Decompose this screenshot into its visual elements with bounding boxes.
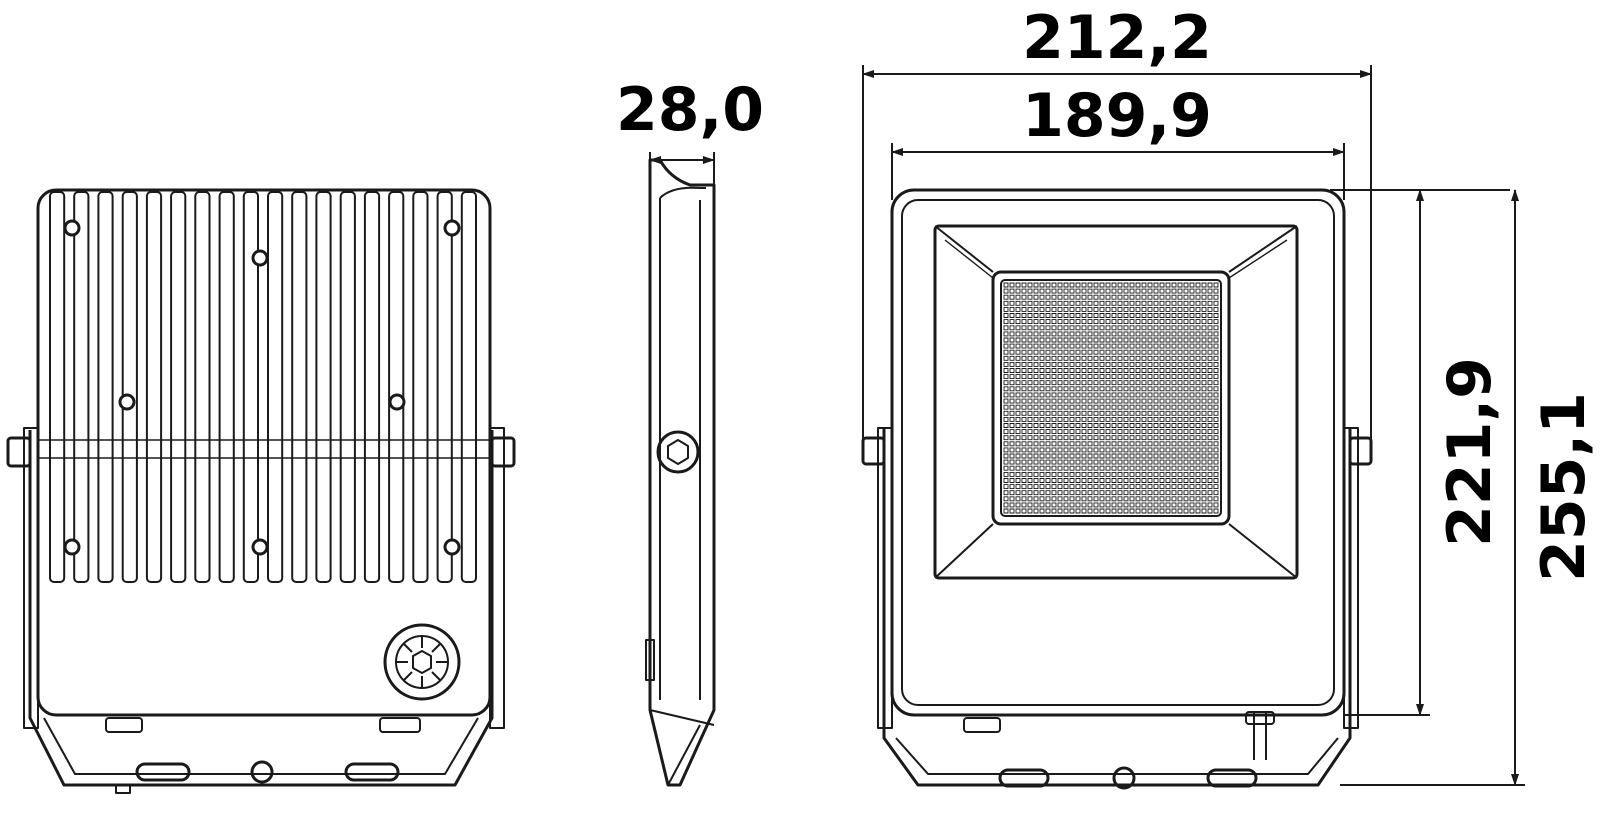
front-bracket: [882, 428, 1352, 787]
front-housing: [890, 188, 1346, 717]
heatsink-fins: [38, 191, 490, 583]
back-slot-right: [344, 762, 400, 782]
heatsink-fin: [73, 191, 90, 583]
front-knob-left: [861, 436, 886, 466]
heatsink-fin: [460, 191, 477, 583]
body-height-dimension: 221,9: [1435, 357, 1505, 547]
heatsink-fin: [218, 191, 235, 583]
back-knob-left: [6, 436, 32, 468]
heatsink-fin: [363, 191, 381, 583]
heatsink-fin: [121, 191, 138, 583]
front-slot-left: [998, 768, 1050, 788]
heatsink-fin: [242, 191, 260, 583]
depth-dimension: 28,0: [616, 75, 764, 145]
heatsink-fin: [436, 191, 453, 583]
front-knob-right: [1348, 436, 1373, 466]
overall-width-dimension: 212,2: [1022, 3, 1212, 73]
heatsink-fin: [388, 191, 405, 583]
back-view: [6, 188, 516, 794]
front-slot-right: [1206, 768, 1258, 788]
front-mount-hole: [1112, 766, 1136, 790]
back-gland-right: [379, 717, 421, 733]
heatsink-fin: [267, 191, 284, 583]
body-width-dimension: 189,9: [1022, 81, 1212, 151]
back-gland-left: [105, 717, 143, 733]
heatsink-fin: [49, 191, 66, 583]
heatsink-fin: [315, 191, 332, 583]
front-cable: [1253, 712, 1267, 760]
led-chips: [1003, 282, 1219, 514]
heatsink-fin: [194, 191, 211, 583]
heatsink-fin: [412, 191, 429, 583]
side-bolt: [656, 430, 700, 474]
back-screw-holes: [63, 219, 461, 556]
heatsink-fin: [145, 191, 163, 583]
pressure-valve: [383, 623, 461, 701]
front-view: [861, 188, 1373, 790]
led-panel: [991, 270, 1231, 526]
dimension-lines: 28,0 212,2 189,9 221,9 255,1: [616, 3, 1599, 786]
overall-height-dimension: 255,1: [1529, 392, 1599, 582]
heatsink-fin: [339, 191, 356, 583]
heatsink-fin: [291, 191, 308, 583]
back-mount-hole: [250, 760, 274, 784]
led-grid: [1003, 282, 1219, 514]
back-slot-left: [135, 762, 191, 782]
heatsink-fin: [170, 191, 187, 583]
side-view: [645, 158, 716, 787]
back-bracket: [28, 430, 494, 787]
heatsink-fin: [97, 191, 114, 583]
front-gland-left: [963, 717, 1001, 733]
reflector-outer: [933, 224, 1299, 580]
